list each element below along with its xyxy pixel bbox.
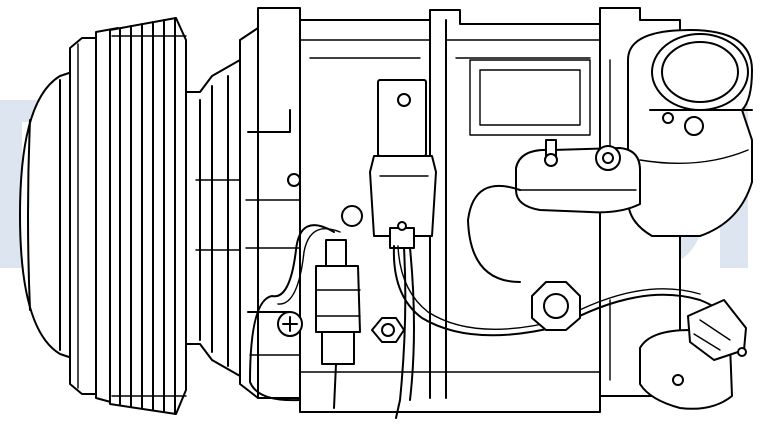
mounting-bolts bbox=[277, 173, 581, 343]
front-housing bbox=[185, 59, 241, 377]
sensor-connector bbox=[315, 239, 361, 409]
control-valve bbox=[515, 139, 641, 214]
port-fitting bbox=[627, 29, 753, 237]
pulley bbox=[95, 17, 187, 415]
clutch-plate bbox=[19, 37, 97, 395]
electrical-connector bbox=[369, 79, 437, 249]
lower-sensor bbox=[639, 299, 747, 410]
